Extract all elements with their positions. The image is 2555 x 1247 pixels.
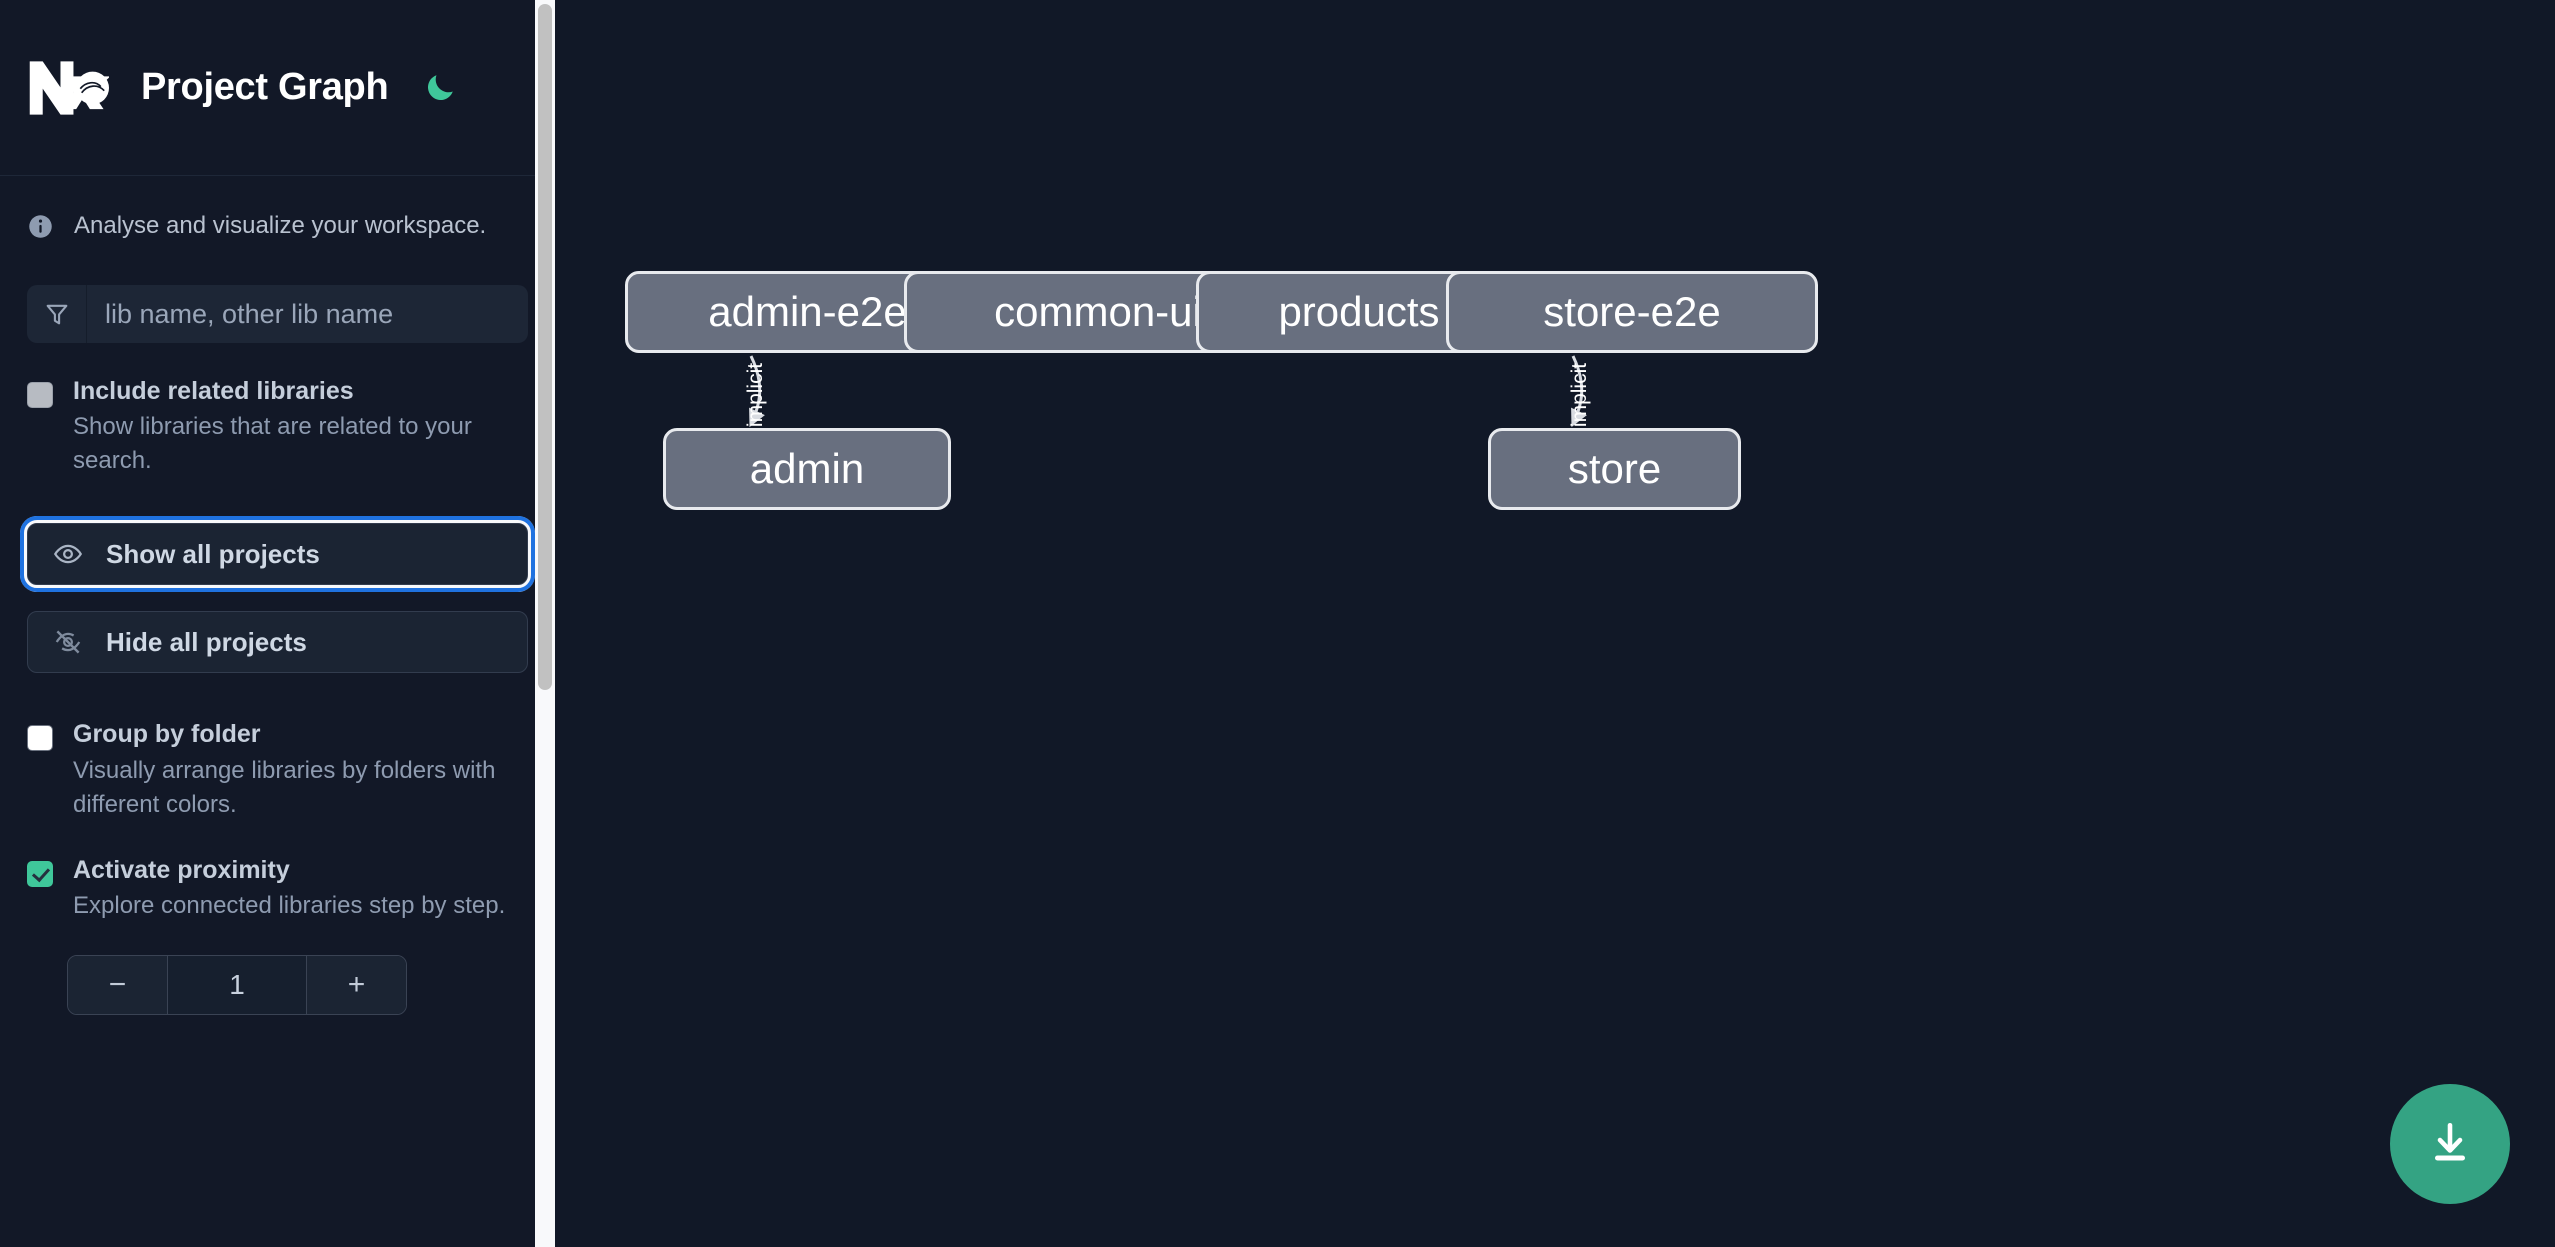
sidebar-scrollbar[interactable] [535, 0, 555, 1247]
proximity-decrement-button[interactable]: − [68, 956, 168, 1015]
sidebar: Project Graph Analyse and visualize your… [0, 0, 555, 1247]
workspace-description: Analyse and visualize your workspace. [0, 176, 555, 240]
include-related-libraries-checkbox[interactable] [27, 382, 53, 408]
download-icon [2425, 1118, 2475, 1171]
include-related-libraries-label: Include related libraries [73, 377, 354, 405]
activate-proximity-checkbox[interactable] [27, 860, 53, 887]
info-icon [27, 213, 54, 240]
eye-off-icon [53, 626, 85, 658]
hide-all-projects-label: Hide all projects [106, 626, 307, 657]
include-related-libraries-description: Show libraries that are related to your … [73, 413, 472, 475]
group-by-folder-checkbox[interactable] [27, 725, 53, 752]
sidebar-scrollbar-thumb[interactable] [538, 4, 552, 690]
graph-node-store-e2e[interactable]: store-e2e [1446, 271, 1818, 353]
workspace-description-text: Analyse and visualize your workspace. [74, 212, 487, 239]
graph-node-store[interactable]: store [1488, 428, 1741, 510]
edge-label-admin-e2e-to-admin: implicit [744, 362, 768, 428]
graph-canvas[interactable]: implicit implicit admin-e2e common-ui pr… [555, 0, 2555, 1247]
checkbox-row-group-by-folder[interactable]: Group by folder Visually arrange librari… [0, 673, 555, 821]
activate-proximity-description: Explore connected libraries step by step… [73, 892, 506, 920]
eye-icon [53, 538, 85, 570]
show-all-projects-label: Show all projects [106, 538, 320, 569]
edge-label-store-e2e-to-store: implicit [1568, 362, 1592, 428]
filter-field[interactable] [27, 285, 528, 343]
graph-edges [749, 355, 1587, 428]
nx-logo-icon [27, 57, 111, 119]
group-by-folder-description: Visually arrange libraries by folders wi… [73, 756, 496, 818]
checkbox-row-include-related-libraries[interactable]: Include related libraries Show libraries… [0, 343, 555, 478]
download-button[interactable] [2390, 1084, 2510, 1204]
show-all-projects-button[interactable]: Show all projects [20, 516, 535, 593]
hide-all-projects-button[interactable]: Hide all projects [27, 611, 528, 674]
sidebar-header: Project Graph [0, 0, 555, 176]
sidebar-body: Analyse and visualize your workspace. In… [0, 176, 555, 1016]
proximity-increment-button[interactable]: + [306, 956, 406, 1015]
moon-icon[interactable] [420, 68, 460, 108]
search-input[interactable] [87, 285, 528, 343]
activate-proximity-label: Activate proximity [73, 855, 290, 884]
graph-node-admin[interactable]: admin [663, 428, 951, 510]
page-title: Project Graph [141, 66, 389, 108]
group-by-folder-label: Group by folder [73, 720, 261, 749]
proximity-value: 1 [168, 956, 306, 1015]
checkbox-row-activate-proximity[interactable]: Activate proximity Explore connected lib… [0, 822, 555, 923]
funnel-icon [27, 285, 87, 343]
proximity-stepper[interactable]: − 1 + [67, 955, 407, 1016]
